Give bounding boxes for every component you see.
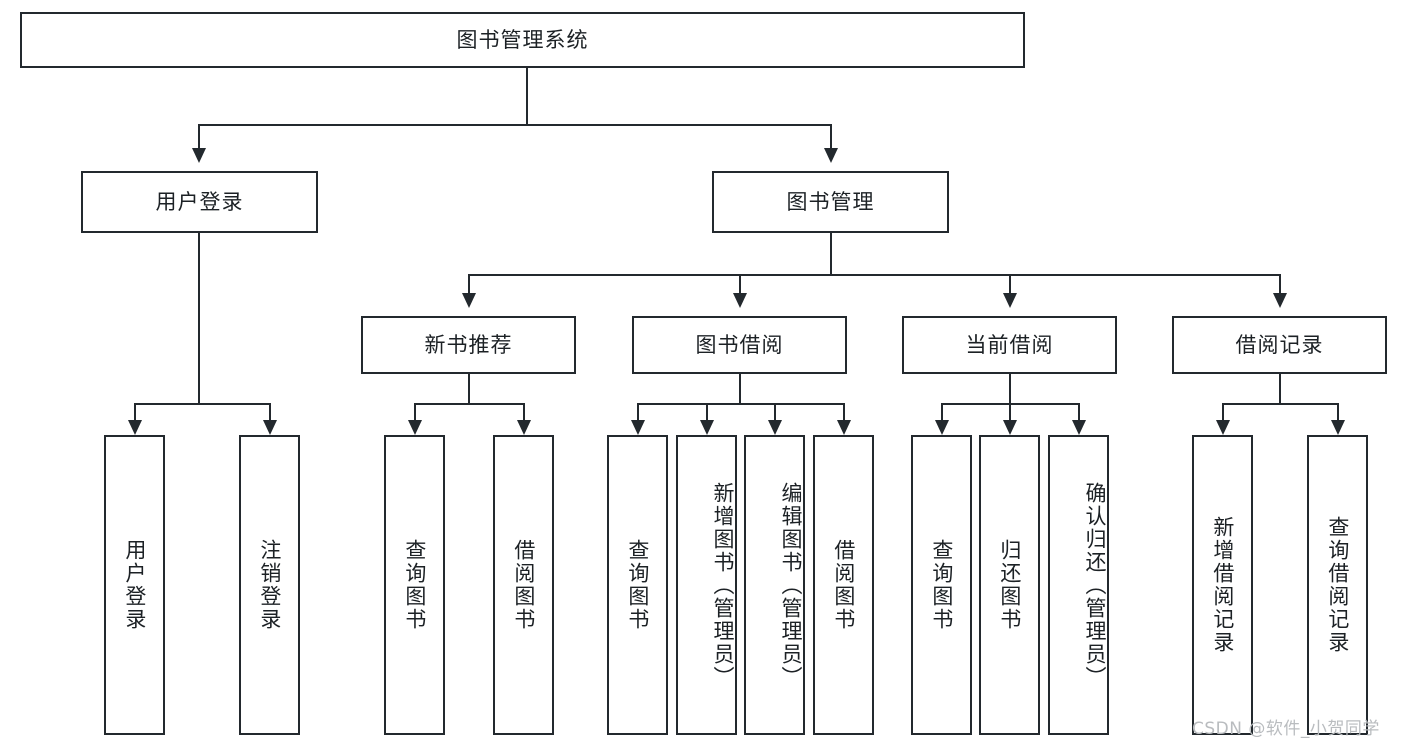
edge-bookmanage-drop-4 xyxy=(1279,274,1281,295)
arrow-borrowrecord-child-2 xyxy=(1331,420,1345,435)
leaf-borrow-book-rec[interactable]: 借阅图书 xyxy=(493,435,554,735)
node-borrow-record[interactable]: 借阅记录 xyxy=(1172,316,1387,374)
edge-userlogin-bus xyxy=(134,403,270,405)
edge-root-bus xyxy=(198,124,832,126)
edge-currentborrow-drop-3 xyxy=(1078,403,1080,422)
edge-root-drop-left xyxy=(198,124,200,149)
leaf-query-book-borrow[interactable]: 查询图书 xyxy=(607,435,668,735)
leaf-add-book-admin[interactable]: 新增图书（管理员） xyxy=(676,435,737,735)
node-book-manage[interactable]: 图书管理 xyxy=(712,171,949,233)
arrow-newbook-child-2 xyxy=(517,420,531,435)
edge-userlogin-stem xyxy=(198,233,200,404)
arrow-currentborrow-child-1 xyxy=(935,420,949,435)
edge-bookmanage-drop-1 xyxy=(468,274,470,295)
arrow-bookborrow-child-1 xyxy=(631,420,645,435)
arrow-bookborrow-child-3 xyxy=(768,420,782,435)
edge-bookborrow-drop-4 xyxy=(843,403,845,422)
arrow-to-logout-leaf xyxy=(263,420,277,435)
leaf-query-book-current[interactable]: 查询图书 xyxy=(911,435,972,735)
arrow-bookborrow-child-2 xyxy=(700,420,714,435)
edge-bookborrow-drop-2 xyxy=(706,403,708,422)
leaf-borrow-book[interactable]: 借阅图书 xyxy=(813,435,874,735)
edge-newbook-drop-1 xyxy=(414,403,416,422)
edge-bookmanage-stem xyxy=(830,233,832,275)
node-root[interactable]: 图书管理系统 xyxy=(20,12,1025,68)
edge-bookmanage-drop-3 xyxy=(1009,274,1011,295)
edge-borrowrecord-bus xyxy=(1222,403,1338,405)
arrow-currentborrow-child-2 xyxy=(1003,420,1017,435)
edge-userlogin-drop-2 xyxy=(269,403,271,422)
edge-currentborrow-drop-2 xyxy=(1009,403,1011,422)
edge-bookmanage-bus xyxy=(468,274,1280,276)
arrow-to-current-borrow xyxy=(1003,293,1017,308)
edge-newbook-bus xyxy=(414,403,524,405)
edge-bookborrow-drop-1 xyxy=(637,403,639,422)
edge-userlogin-drop-1 xyxy=(134,403,136,422)
arrow-borrowrecord-child-1 xyxy=(1216,420,1230,435)
node-user-login[interactable]: 用户登录 xyxy=(81,171,318,233)
arrow-newbook-child-1 xyxy=(408,420,422,435)
arrow-to-new-book-rec xyxy=(462,293,476,308)
arrow-to-user-login-leaf xyxy=(128,420,142,435)
edge-bookmanage-drop-2 xyxy=(739,274,741,295)
arrow-to-book-borrow xyxy=(733,293,747,308)
leaf-query-borrow-record[interactable]: 查询借阅记录 xyxy=(1307,435,1368,735)
edge-newbook-stem xyxy=(468,374,470,404)
edge-bookborrow-bus xyxy=(637,403,844,405)
node-current-borrow[interactable]: 当前借阅 xyxy=(902,316,1117,374)
node-new-book-recommend[interactable]: 新书推荐 xyxy=(361,316,576,374)
edge-bookborrow-drop-3 xyxy=(774,403,776,422)
arrow-to-borrow-record xyxy=(1273,293,1287,308)
edge-root-drop-right xyxy=(830,124,832,149)
leaf-add-borrow-record[interactable]: 新增借阅记录 xyxy=(1192,435,1253,735)
edge-currentborrow-stem xyxy=(1009,374,1011,404)
node-book-borrow[interactable]: 图书借阅 xyxy=(632,316,847,374)
edge-root-stem xyxy=(526,68,528,124)
edge-bookborrow-stem xyxy=(739,374,741,404)
arrow-bookborrow-child-4 xyxy=(837,420,851,435)
edge-borrowrecord-stem xyxy=(1279,374,1281,404)
edge-newbook-drop-2 xyxy=(523,403,525,422)
arrow-to-book-manage xyxy=(824,148,838,163)
leaf-confirm-return-admin[interactable]: 确认归还（管理员） xyxy=(1048,435,1109,735)
leaf-query-book-rec[interactable]: 查询图书 xyxy=(384,435,445,735)
arrow-to-user-login xyxy=(192,148,206,163)
leaf-logout[interactable]: 注销登录 xyxy=(239,435,300,735)
leaf-return-book[interactable]: 归还图书 xyxy=(979,435,1040,735)
arrow-currentborrow-child-3 xyxy=(1072,420,1086,435)
edge-borrowrecord-drop-1 xyxy=(1222,403,1224,422)
edge-borrowrecord-drop-2 xyxy=(1337,403,1339,422)
leaf-user-login[interactable]: 用户登录 xyxy=(104,435,165,735)
leaf-edit-book-admin[interactable]: 编辑图书（管理员） xyxy=(744,435,805,735)
edge-currentborrow-drop-1 xyxy=(941,403,943,422)
